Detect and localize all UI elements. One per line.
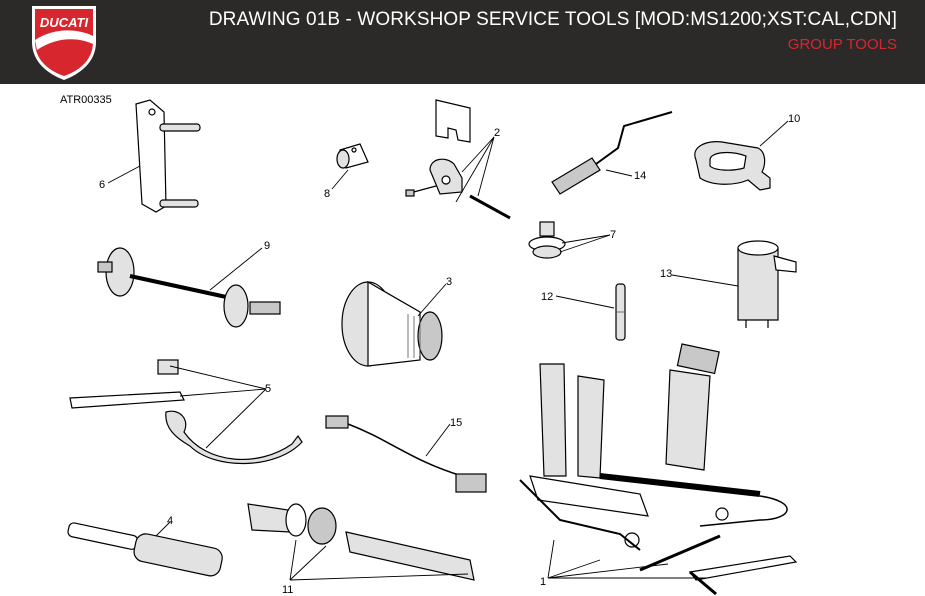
tool-4-drift[interactable] [67, 522, 224, 578]
callout-14: 14 [634, 170, 646, 182]
callout-4: 4 [167, 515, 173, 527]
exploded-diagram: ATR00335 6 8 2 14 10 [60, 94, 800, 596]
callout-3: 3 [446, 276, 452, 288]
callout-13: 13 [660, 268, 672, 280]
brand-wordmark: DUCATI [40, 15, 89, 30]
ducati-logo-icon: DUCATI [32, 6, 96, 80]
callout-5: 5 [265, 383, 271, 395]
callout-15: 15 [450, 417, 462, 429]
tool-10-ring-spanner[interactable] [694, 141, 771, 191]
drawing-code: ATR00335 [60, 94, 112, 106]
tool-14-pick[interactable] [551, 111, 673, 195]
callout-11: 11 [282, 584, 293, 596]
page-header: DUCATI DRAWING 01B - WORKSHOP SERVICE TO… [0, 0, 925, 84]
tool-6-plate[interactable] [135, 99, 201, 213]
tool-11-bushing-set[interactable] [247, 503, 475, 581]
callout-12: 12 [541, 291, 553, 303]
tool-2-bracket-set[interactable] [405, 99, 511, 220]
tool-3-threaded-sleeve[interactable] [341, 280, 443, 367]
tool-7-pulley[interactable] [528, 221, 566, 259]
tool-8-bushing[interactable] [336, 143, 369, 169]
tool-12-pin[interactable] [615, 283, 626, 341]
callout-7: 7 [610, 229, 616, 241]
tool-13-cylinder[interactable] [737, 240, 797, 328]
callout-2: 2 [494, 127, 500, 139]
callout-1: 1 [540, 576, 546, 588]
group-tools-link[interactable]: GROUP TOOLS [787, 36, 897, 53]
callout-6: 6 [99, 179, 105, 191]
callout-9: 9 [264, 240, 270, 252]
page-title: DRAWING 01B - WORKSHOP SERVICE TOOLS [MO… [208, 9, 897, 30]
tool-15-cable[interactable] [325, 415, 487, 493]
callout-8: 8 [324, 188, 330, 200]
callout-10: 10 [788, 113, 800, 125]
tool-1-stand[interactable] [519, 343, 798, 596]
tool-5-strap-set[interactable] [69, 359, 303, 465]
tool-9-puller-shaft[interactable] [97, 247, 281, 328]
